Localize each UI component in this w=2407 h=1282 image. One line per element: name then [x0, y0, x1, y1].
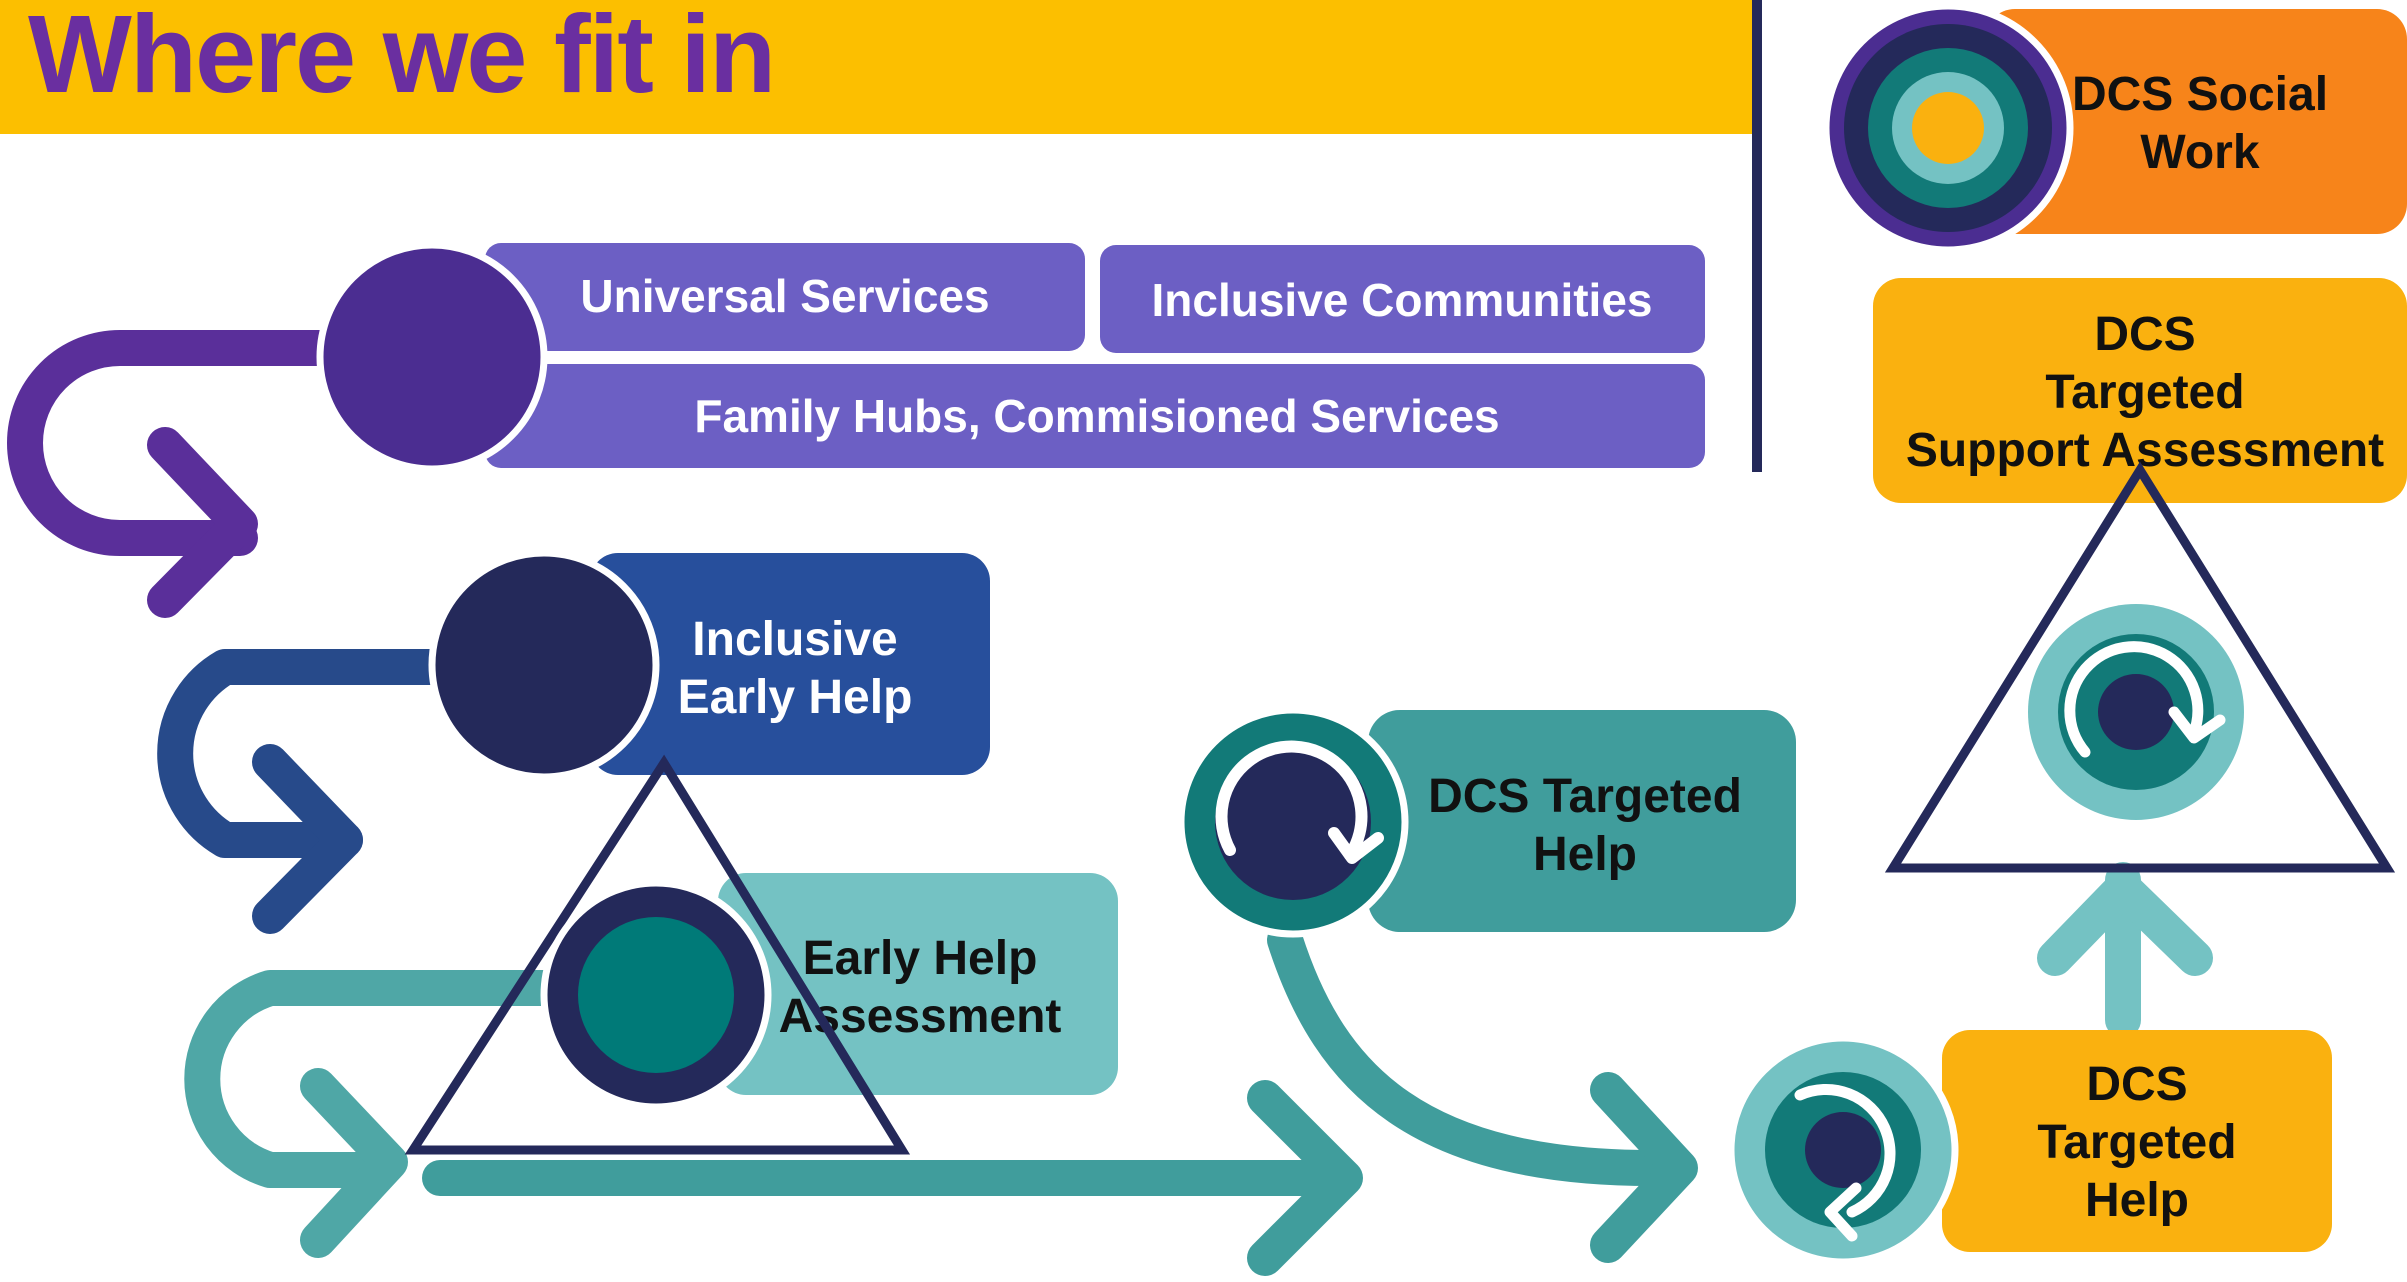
family-hubs-box: Family Hubs, Commisioned Services: [485, 364, 1705, 468]
blue-loop-arrow: [157, 649, 458, 858]
inclusive-communities-label: Inclusive Communities: [1151, 274, 1652, 326]
universal-circle: [316, 241, 548, 473]
curve-arrow-line: [1267, 922, 1678, 1187]
dcs-targeted-help-amber-line1: DCS: [2086, 1058, 2187, 1111]
inclusive-early-help-line1: Inclusive: [692, 613, 897, 666]
blue-arrowhead: [252, 744, 363, 934]
up-arrowhead: [2037, 870, 2213, 976]
dcs-targeted-support-assessment-box: DCS Targeted Support Assessment: [1873, 278, 2407, 503]
inclusive-early-help-box: Inclusive Early Help: [590, 553, 990, 775]
dcs-targeted-help-teal-line2: Help: [1533, 828, 1637, 881]
early-help-assessment-circle: [540, 879, 772, 1111]
dcs-targeted-support-assessment-line3: Support Assessment: [1906, 424, 2384, 477]
family-hubs-label: Family Hubs, Commisioned Services: [694, 390, 1499, 442]
purple-loop-arrow: [7, 330, 358, 556]
bottom-arrowhead: [1247, 1080, 1363, 1276]
dcs-assessment-cycle-icon: [2028, 604, 2244, 820]
dcs-targeted-support-assessment-line1: DCS: [2094, 308, 2195, 361]
dcs-targeted-help-teal-box: DCS Targeted Help: [1368, 710, 1796, 932]
dcs-social-work-line1: DCS Social: [2072, 68, 2328, 121]
dcs-targeted-help-teal-line1: DCS Targeted: [1428, 770, 1742, 823]
early-help-assessment-box: Early Help Assessment: [718, 873, 1118, 1095]
dcs-social-work-line2: Work: [2140, 126, 2259, 179]
early-help-assessment-line1: Early Help: [803, 932, 1038, 985]
inclusive-early-help-line2: Early Help: [678, 671, 913, 724]
teal-loop-arrow: [184, 970, 578, 1188]
dcs-social-work-box: DCS Social Work: [1985, 9, 2407, 234]
dcs-targeted-help-amber-line3: Help: [2085, 1174, 2189, 1227]
dcs-assessment-triangle: [1884, 461, 2396, 873]
header-band: [0, 0, 1758, 134]
dcs-targeted-help-amber-box: DCS Targeted Help: [1942, 1030, 2332, 1252]
curve-arrowhead: [1590, 1072, 1698, 1263]
purple-arrowhead: [147, 427, 258, 618]
dcs-social-work-target-icon: [1822, 2, 2074, 254]
page-title: Where we fit in: [28, 0, 774, 116]
dcs-targeted-help-amber-line2: Targeted: [2037, 1116, 2236, 1169]
dcs-targeted-help-cycle-icon: [1177, 706, 1409, 938]
universal-services-label: Universal Services: [580, 270, 989, 322]
inclusive-early-help-circle: [428, 549, 660, 781]
teal-arrowhead: [300, 1068, 408, 1258]
universal-services-box: Universal Services: [485, 243, 1085, 351]
inclusive-communities-box: Inclusive Communities: [1100, 245, 1705, 353]
dcs-targeted-help-amber-cycle-icon: [1727, 1034, 1959, 1266]
dcs-targeted-support-assessment-line2: Targeted: [2045, 366, 2244, 419]
early-help-triangle: [404, 754, 911, 1155]
